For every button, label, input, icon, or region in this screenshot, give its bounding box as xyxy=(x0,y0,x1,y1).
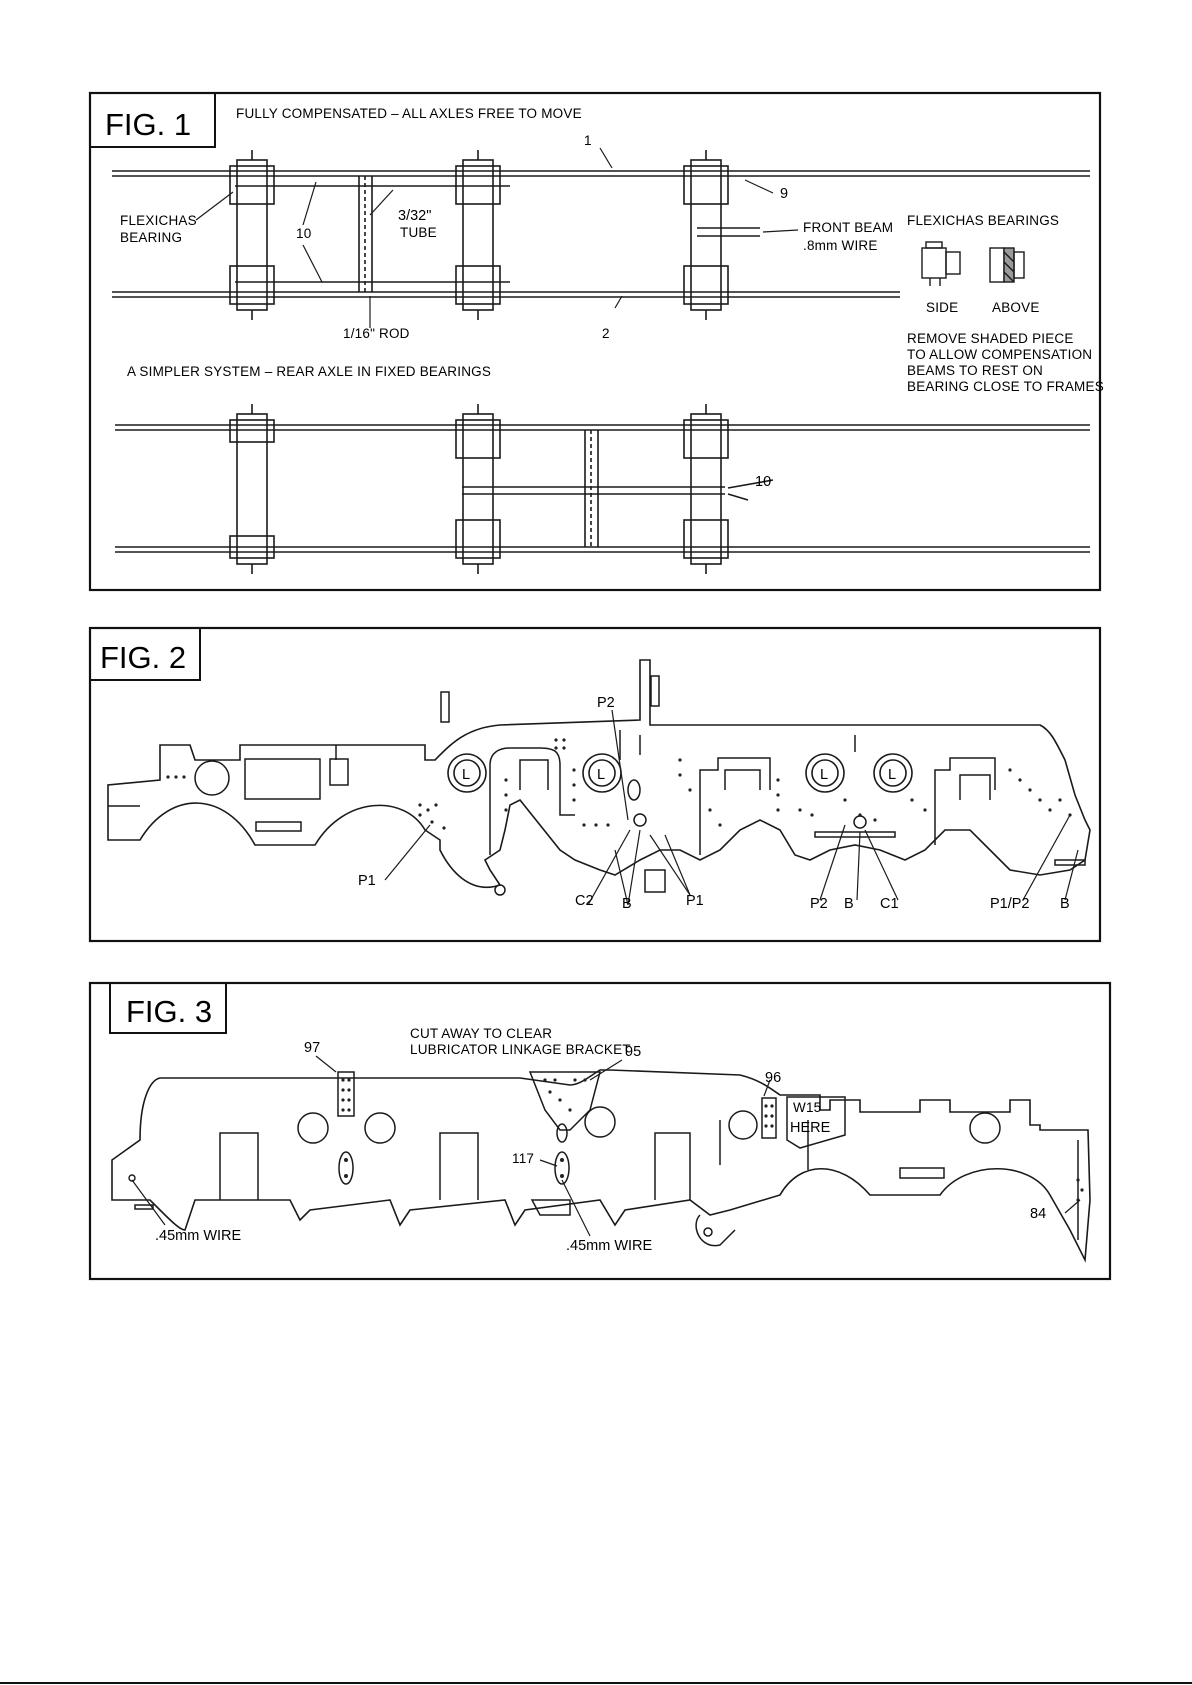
fig1-above: ABOVE xyxy=(992,300,1040,315)
fig2-p2-right: P2 xyxy=(810,896,828,912)
fig1-front-beam-line1: FRONT BEAM xyxy=(803,220,893,235)
fig1-flexichas-bearing-line2: BEARING xyxy=(120,230,182,245)
fig3-part-96: 96 xyxy=(765,1070,781,1086)
fig1-tube-line2: TUBE xyxy=(400,225,437,240)
fig1-front-beam-line2: .8mm WIRE xyxy=(803,238,878,253)
fig3-w15-line2: HERE xyxy=(790,1120,831,1136)
fig3-part-117: 117 xyxy=(512,1151,534,1166)
fig3-title: FIG. 3 xyxy=(126,994,212,1029)
fig2-c1: C1 xyxy=(880,896,899,912)
fig1-part-9: 9 xyxy=(780,186,788,202)
fig1-remove-note-3: BEAMS TO REST ON xyxy=(907,363,1043,378)
fig2-l-1: L xyxy=(462,767,470,783)
fig3-part-97: 97 xyxy=(304,1040,320,1056)
fig1-title: FIG. 1 xyxy=(105,107,191,142)
fig1-remove-note-1: REMOVE SHADED PIECE xyxy=(907,331,1074,346)
bearing-side-icon xyxy=(921,241,961,286)
fig2-c2: C2 xyxy=(575,893,594,909)
fig2-b-mid: B xyxy=(622,896,632,912)
fig2-l-4: L xyxy=(888,767,896,783)
fig2-p2-top: P2 xyxy=(597,695,615,711)
bearing-above-icon xyxy=(989,247,1025,283)
fig1-bearings-heading: FLEXICHAS BEARINGS xyxy=(907,213,1059,228)
fig3-wire-mid: .45mm WIRE xyxy=(566,1238,653,1254)
fig1-panel: FIG. 1 FULLY COMPENSATED – ALL AXLES FRE… xyxy=(88,91,1104,592)
fig3-wire-left: .45mm WIRE xyxy=(155,1228,242,1244)
fig1-side: SIDE xyxy=(926,300,958,315)
fig1-part-2: 2 xyxy=(602,326,610,341)
fig1-part-10-lower: 10 xyxy=(755,474,771,490)
fig3-panel: FIG. 3 CUT AWAY TO CLEAR LUBRICATOR LINK… xyxy=(88,981,1112,1281)
fig3-w15-line1: W15 xyxy=(793,1100,821,1115)
fig2-p1-left: P1 xyxy=(358,873,376,889)
fig2-p1-mid: P1 xyxy=(686,893,704,909)
fig3-part-84: 84 xyxy=(1030,1206,1046,1222)
fig1-remove-note-2: TO ALLOW COMPENSATION xyxy=(907,347,1092,362)
fig1-tube-line1: 3/32" xyxy=(398,208,431,224)
fig2-b-right: B xyxy=(844,896,854,912)
fig1-caption-top: FULLY COMPENSATED – ALL AXLES FREE TO MO… xyxy=(236,106,582,121)
fig1-remove-note-4: BEARING CLOSE TO FRAMES xyxy=(907,379,1104,394)
fig3-cut-away-2: LUBRICATOR LINKAGE BRACKET xyxy=(410,1042,631,1057)
fig3-part-95: 95 xyxy=(625,1044,641,1060)
fig2-p1p2: P1/P2 xyxy=(990,896,1030,912)
fig3-cut-away-1: CUT AWAY TO CLEAR xyxy=(410,1026,552,1041)
fig1-rod: 1/16" ROD xyxy=(343,326,410,341)
fig2-l-3: L xyxy=(820,767,828,783)
fig2-l-2: L xyxy=(597,767,605,783)
fig2-title: FIG. 2 xyxy=(100,640,186,675)
fig1-part-1: 1 xyxy=(584,133,592,148)
fig1-flexichas-bearing-line1: FLEXICHAS xyxy=(120,213,197,228)
fig2-panel: FIG. 2 xyxy=(88,626,1102,943)
fig1-part-10: 10 xyxy=(296,226,311,241)
fig2-b-far: B xyxy=(1060,896,1070,912)
fig1-caption-bottom: A SIMPLER SYSTEM – REAR AXLE IN FIXED BE… xyxy=(127,364,491,379)
